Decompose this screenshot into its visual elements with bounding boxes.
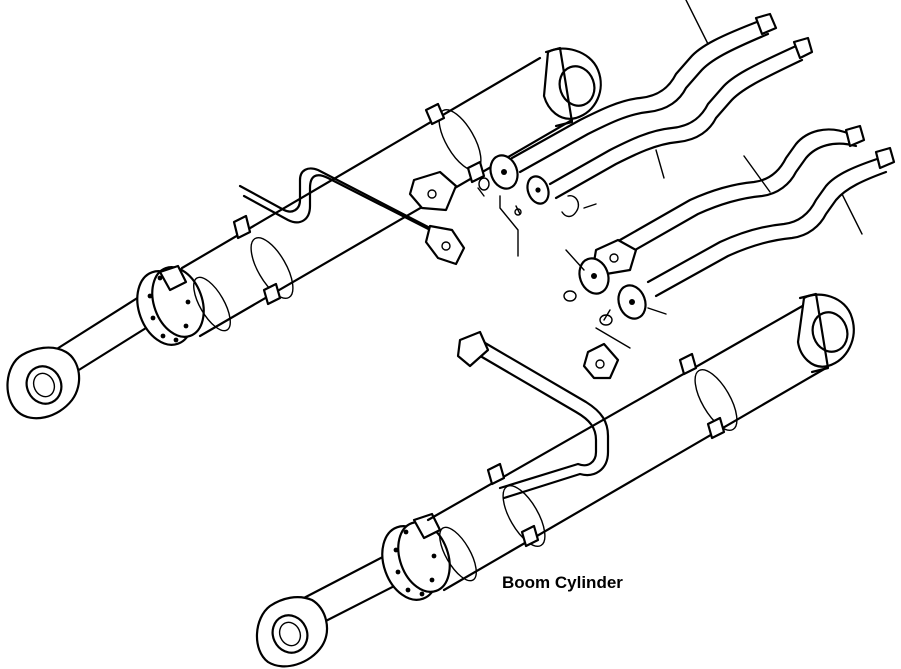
diagram-caption: Boom Cylinder — [502, 573, 623, 592]
upper-bottom-clevis — [542, 46, 602, 128]
upper-pipe-clamps — [232, 102, 486, 306]
lower-head-flange — [381, 512, 451, 601]
upper-flange-fittings — [408, 154, 580, 218]
upper-head-flange — [136, 264, 205, 346]
lower-crossover-pipe — [456, 330, 610, 500]
upper-boom-cylinder — [6, 46, 602, 420]
lower-pipe-clamps — [486, 352, 726, 548]
upper-cylinder-tube — [180, 56, 574, 338]
lower-boom-cylinder — [255, 292, 855, 668]
callout-leader-lines — [499, 0, 863, 349]
upper-crossover-pipe — [238, 167, 466, 266]
lower-bottom-clevis — [796, 292, 855, 374]
lower-flange-fittings — [563, 238, 647, 380]
upper-rod-eye — [6, 346, 81, 420]
lower-rod-eye — [255, 596, 329, 668]
hydraulic-hoses — [510, 12, 896, 298]
